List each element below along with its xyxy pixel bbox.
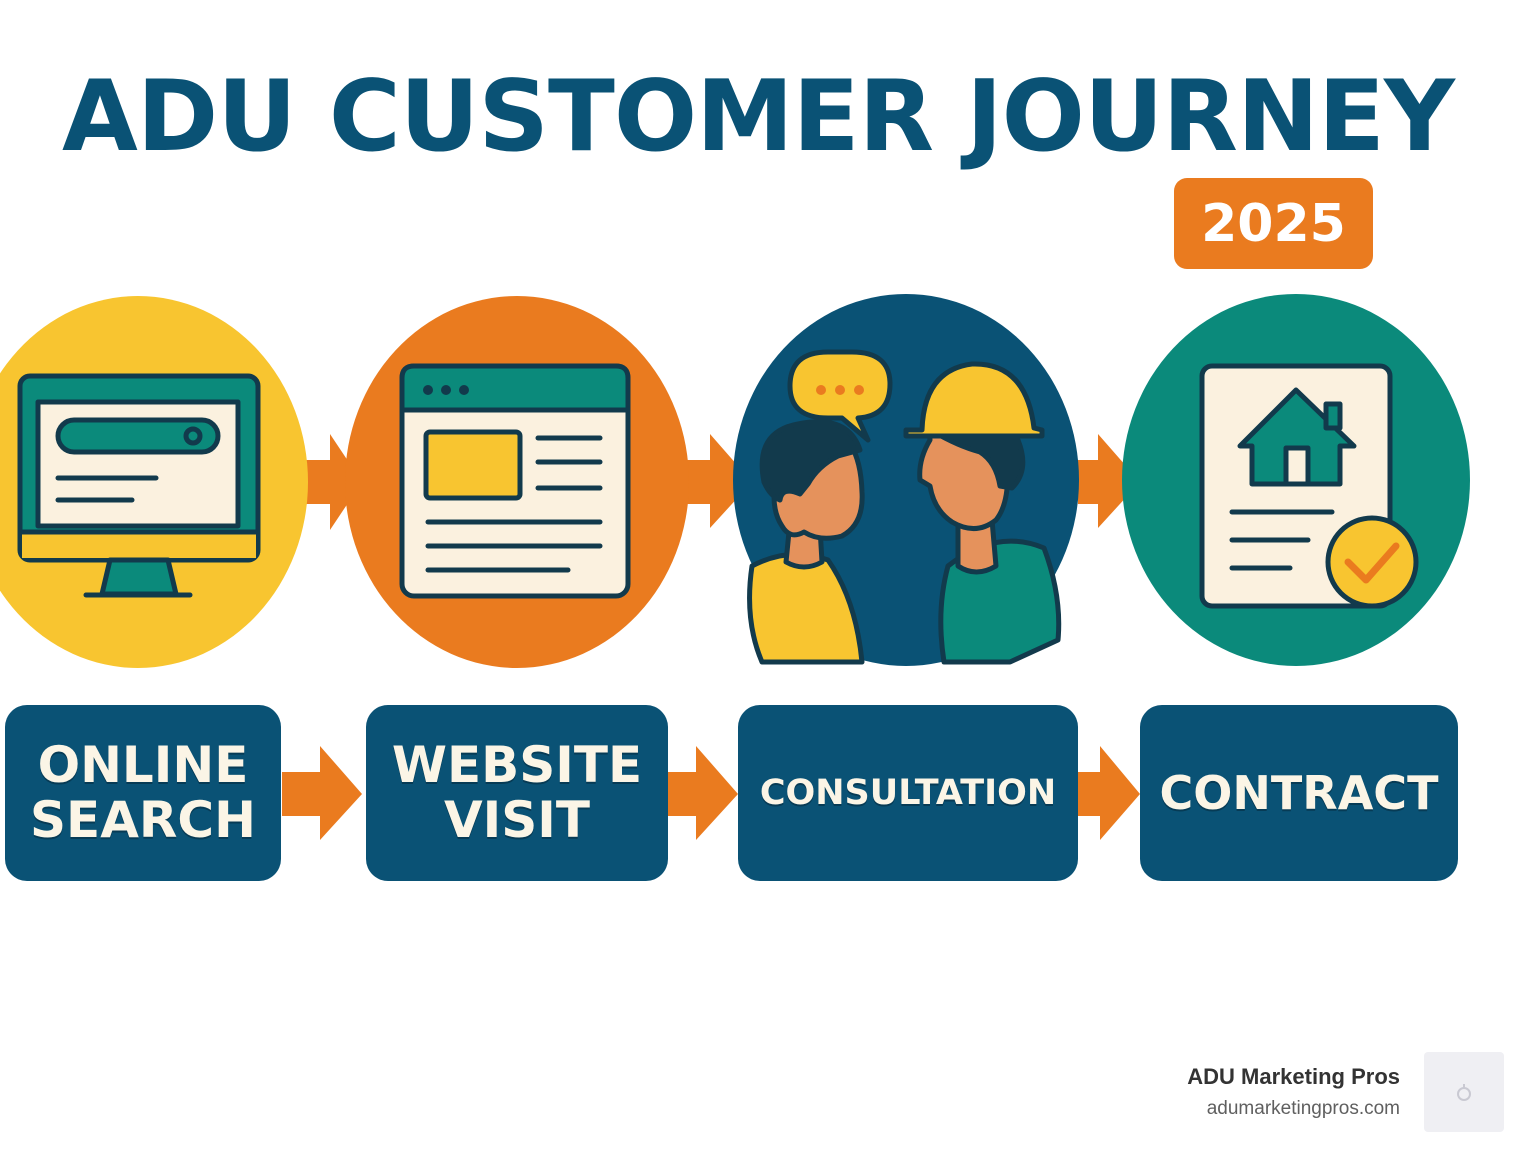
step-label-contract: CONTRACT xyxy=(1159,765,1439,820)
box-arrow-2 xyxy=(668,746,738,840)
contract-document-icon xyxy=(1199,363,1419,609)
footer-brand-name: ADU Marketing Pros xyxy=(1187,1064,1400,1089)
step-label-online-search: ONLINE SEARCH xyxy=(30,736,256,849)
step-box-online-search: ONLINE SEARCH xyxy=(5,705,281,881)
browser-window-icon xyxy=(399,363,631,599)
circle-arrow-2 xyxy=(685,434,752,528)
circle-arrow-1 xyxy=(300,434,362,530)
box-arrow-1 xyxy=(282,746,362,840)
brand-logo-icon xyxy=(1424,1052,1504,1132)
step-box-contract: CONTRACT xyxy=(1140,705,1458,881)
step-label-website-visit: WEBSITE VISIT xyxy=(391,736,643,849)
page-title: ADU CUSTOMER JOURNEY xyxy=(62,60,1455,174)
computer-search-icon xyxy=(17,373,261,598)
box-arrow-3 xyxy=(1078,746,1140,840)
consultation-people-icon xyxy=(747,349,1062,665)
step-box-consultation: CONSULTATION xyxy=(738,705,1078,881)
footer-url-link[interactable]: adumarketingpros.com xyxy=(1206,1098,1400,1119)
step-box-website-visit: WEBSITE VISIT xyxy=(366,705,668,881)
circle-arrow-3 xyxy=(1078,434,1140,528)
year-badge: 2025 xyxy=(1174,178,1373,269)
step-label-consultation: CONSULTATION xyxy=(759,772,1057,813)
